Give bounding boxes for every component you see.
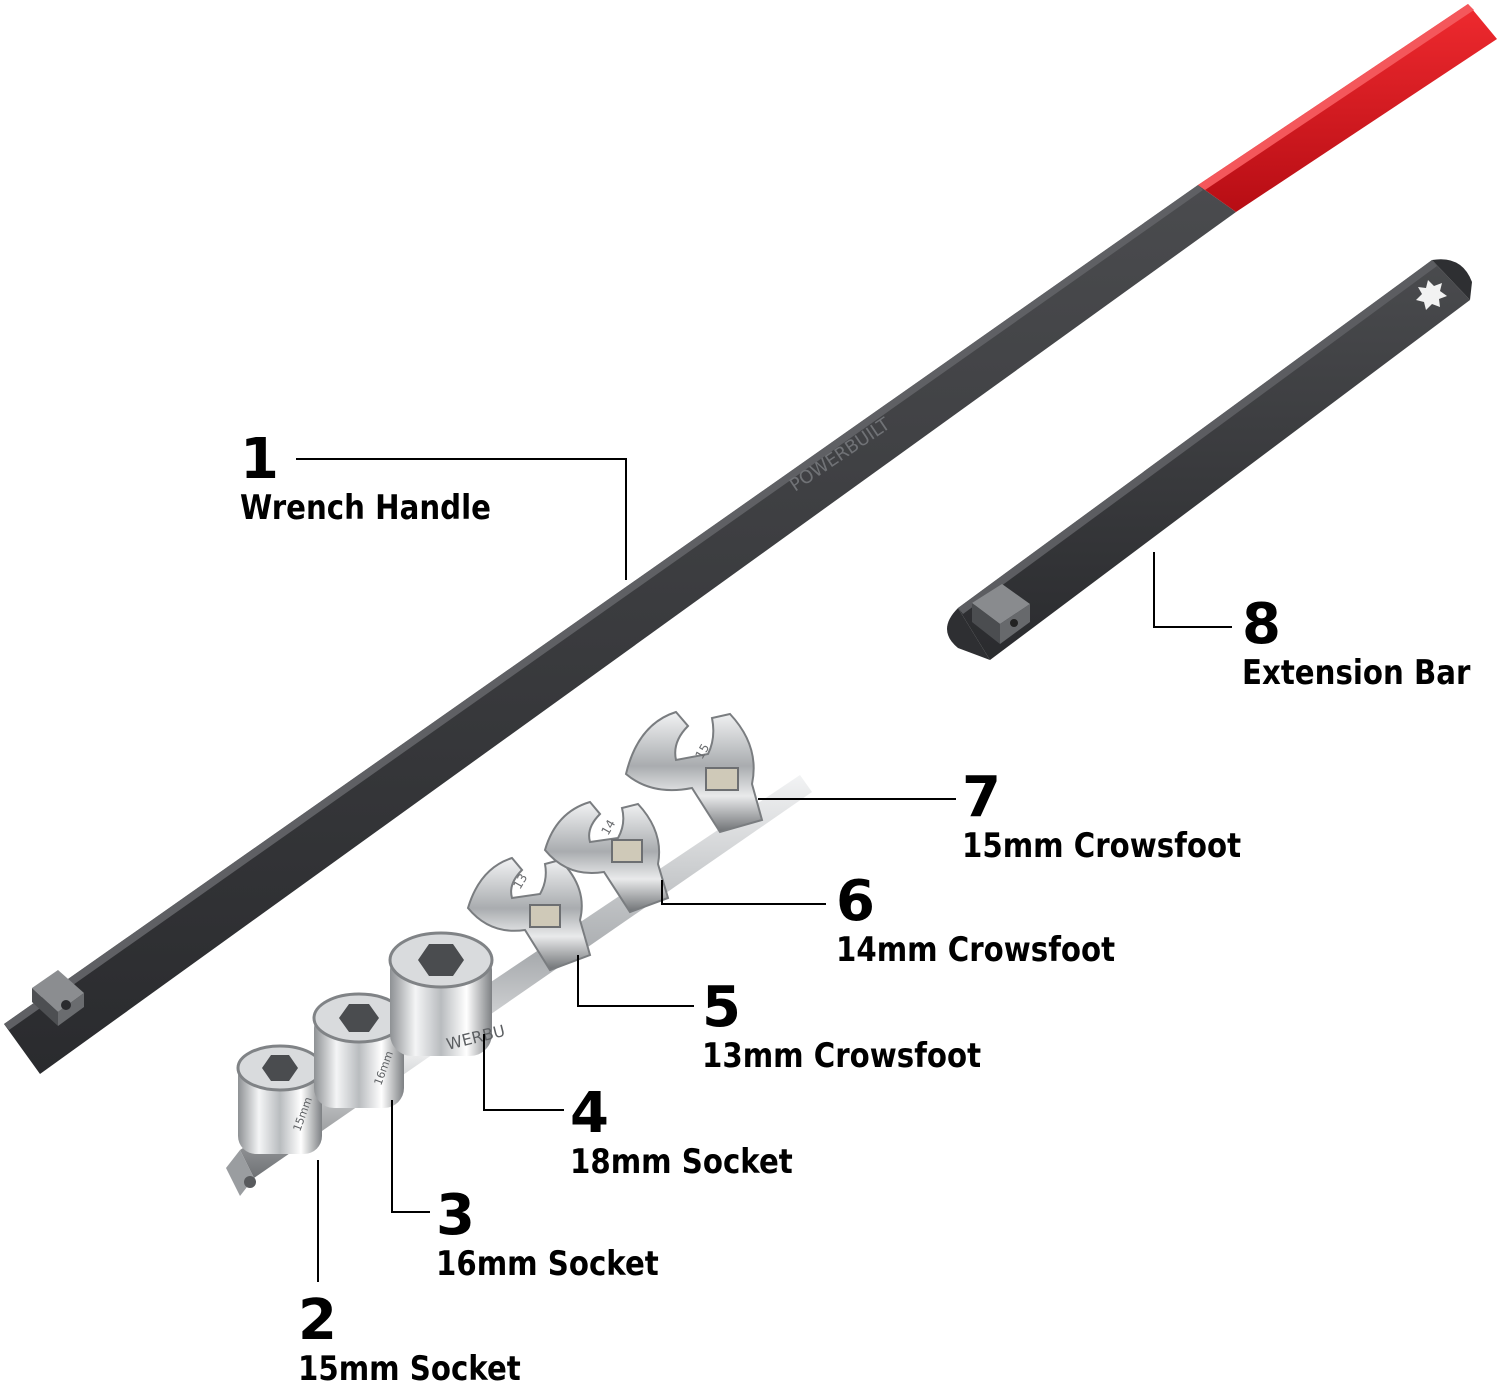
- callout-15mm-socket: 2 15mm Socket: [298, 1288, 557, 1390]
- callout-number: 5: [702, 975, 741, 1040]
- callout-number: 1: [240, 427, 279, 492]
- callout-wrench-handle: 1 Wrench Handle: [240, 427, 532, 529]
- handle-drive-square: [32, 970, 84, 1026]
- callout-label: 18mm Socket: [570, 1142, 793, 1182]
- callout-number: 4: [570, 1081, 609, 1146]
- callout-number: 2: [298, 1288, 337, 1353]
- crowsfoot-14mm: 14: [543, 800, 670, 914]
- callout-15mm-crowsfoot: 7 15mm Crowsfoot: [962, 765, 1287, 867]
- crowsfoot-marking-13: 13: [510, 871, 530, 891]
- wrench-handle: POWERBUILT: [4, 4, 1497, 1074]
- leader-line-8: [1153, 552, 1232, 628]
- leader-line-3: [391, 1100, 430, 1213]
- callout-14mm-crowsfoot: 6 14mm Crowsfoot: [836, 869, 1161, 971]
- extension-bar: [947, 259, 1472, 660]
- callout-number: 3: [436, 1183, 475, 1248]
- callout-extension-bar: 8 Extension Bar: [1242, 592, 1500, 694]
- callout-label: 15mm Crowsfoot: [962, 826, 1242, 866]
- star-socket-hole-icon: [1416, 280, 1447, 310]
- socket-18mm: WERBU: [388, 931, 507, 1056]
- callout-number: 6: [836, 869, 875, 934]
- leader-line-6: [661, 880, 826, 905]
- crowsfoot-13mm: 13: [466, 856, 592, 972]
- callout-label: 15mm Socket: [298, 1349, 521, 1389]
- callout-label: Wrench Handle: [240, 488, 491, 528]
- socket-16mm: 16mm: [312, 992, 406, 1108]
- callout-label: 16mm Socket: [436, 1244, 659, 1284]
- extension-drive-square: [972, 584, 1030, 644]
- crowsfoot-marking-14: 14: [598, 817, 618, 837]
- callout-label: 14mm Crowsfoot: [836, 930, 1116, 970]
- callout-number: 7: [962, 765, 1001, 830]
- crowsfoot-15mm: 15: [624, 710, 764, 834]
- leader-line-4: [483, 1034, 564, 1111]
- leader-line-5: [577, 955, 694, 1007]
- callout-label: 13mm Crowsfoot: [702, 1036, 982, 1076]
- callout-label: Extension Bar: [1242, 653, 1471, 693]
- callout-13mm-crowsfoot: 5 13mm Crowsfoot: [702, 975, 1027, 1077]
- leader-line-1: [296, 458, 627, 580]
- callout-18mm-socket: 4 18mm Socket: [570, 1081, 829, 1183]
- socket-15mm: 15mm: [236, 1044, 324, 1154]
- red-grip: [1198, 4, 1497, 212]
- callout-number: 8: [1242, 592, 1281, 657]
- leader-lines: [296, 458, 1232, 1282]
- crowsfoot-marking-15: 15: [692, 741, 712, 761]
- callout-16mm-socket: 3 16mm Socket: [436, 1183, 695, 1285]
